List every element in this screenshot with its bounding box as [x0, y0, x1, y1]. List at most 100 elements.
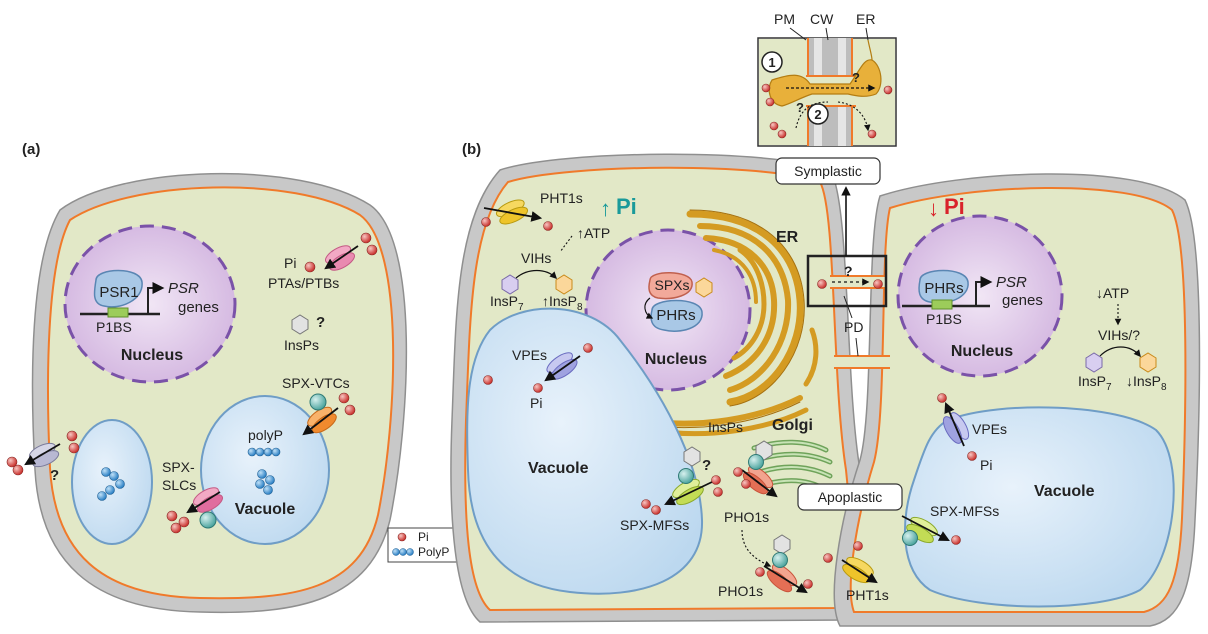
pi-dot: [641, 499, 651, 509]
pi-dot: [533, 383, 543, 393]
atp-vihs-arrow: [559, 235, 573, 253]
pht1-top-arrow: [483, 207, 543, 222]
panel-a-label: (a): [22, 141, 40, 158]
pd-highlight-box: [806, 254, 888, 308]
pi-dot: [733, 467, 743, 477]
down-pi-arrow: ↓: [928, 196, 939, 221]
spx-mfs-arrow-right: [901, 515, 950, 541]
insp-hexagon-b: [683, 446, 701, 467]
apoplastic-label: Apoplastic: [818, 489, 883, 505]
psr-text-a: PSR: [168, 280, 199, 297]
genes-text-a: genes: [178, 299, 219, 316]
pi-dot: [338, 392, 350, 404]
insp7-label: InsP7: [490, 293, 524, 313]
spx-mfs-arrow-left: [664, 481, 713, 506]
pi-dot: [711, 475, 721, 485]
vihs-label: VIHs: [521, 250, 551, 266]
insps-label-b: InsPs: [708, 419, 743, 435]
pi-dot: [6, 456, 18, 468]
atp-down-label: ↓ATP: [1096, 285, 1129, 301]
spxs-phrs-arrow: [644, 297, 654, 319]
vpes-label-right: VPEs: [972, 421, 1007, 437]
pi-label-a: Pi: [284, 255, 296, 271]
phrs-label-right: PHRs: [924, 280, 963, 297]
legend-polyp-label: PolyP: [418, 545, 449, 559]
vihs-label-r: VIHs/?: [1098, 327, 1140, 343]
export-arrow-a: [24, 443, 61, 466]
psr-arrow-b: [975, 276, 993, 306]
pd-question: ?: [844, 263, 853, 279]
inset-pointer-pm: [789, 27, 807, 41]
pht1s-bottom-label: PHT1s: [846, 587, 889, 603]
pi-dot: [873, 279, 883, 289]
pi-dot: [483, 375, 493, 385]
nucleus-label-b-left: Nucleus: [645, 351, 707, 368]
inset-question-1: ?: [852, 70, 860, 85]
pht1-bottom-arrow: [841, 559, 878, 584]
cell-a: [31, 172, 408, 614]
vesicle-path-arrow: [741, 529, 772, 567]
polyp-cluster: [97, 467, 125, 501]
insp8-label: ↑InsP8: [542, 293, 583, 313]
vacuole-label-b-left: Vacuole: [528, 460, 589, 477]
pd-pointer: [843, 295, 853, 319]
vpes-label-left: VPEs: [512, 347, 547, 363]
pd-label: PD: [844, 319, 863, 335]
pi-dot: [937, 393, 947, 403]
pi-dot: [583, 343, 593, 353]
spx-domain: [199, 511, 217, 529]
psr1-label: PSR1: [99, 284, 138, 301]
insp-hexagon-pm: [773, 534, 791, 555]
plasmodesma-lower: [834, 355, 890, 369]
pho1s-label-2: PHO1s: [718, 583, 763, 599]
p1bs-box-a: [107, 307, 129, 318]
vpe-transporter-right: [942, 412, 970, 444]
pi-dot: [755, 567, 765, 577]
spx-domain: [748, 454, 764, 470]
inset-question-2: ?: [796, 100, 804, 115]
spx-domain: [902, 530, 918, 546]
pd-pointer: [855, 337, 859, 357]
up-pi-arrow: ↑: [600, 196, 611, 221]
spxs-insp-hexagon: [695, 277, 713, 298]
pi-dot: [68, 442, 80, 454]
insp7-hexagon-r: [1085, 352, 1103, 373]
pi-dot: [12, 464, 24, 476]
symplastic-label: Symplastic: [794, 163, 862, 179]
pi-dot: [360, 232, 372, 244]
p1bs-label-b: P1BS: [926, 311, 962, 327]
psr1-protein: PSR1: [93, 269, 143, 308]
pht1s-top-label: PHT1s: [540, 190, 583, 206]
small-vacuole-a: [71, 419, 153, 545]
vacuole-b-left: [466, 307, 704, 595]
pi-dot: [304, 261, 316, 273]
spx-domain: [772, 552, 788, 568]
vpe-arrow-left: [544, 355, 581, 382]
pi-dot: [66, 430, 78, 442]
pi-dot: [651, 505, 661, 515]
golgi-label: Golgi: [772, 417, 813, 434]
spx-domain: [309, 393, 327, 411]
polyp-label: polyP: [248, 427, 283, 443]
legend-pi-label: Pi: [418, 530, 429, 544]
phrs-protein-right: PHRs: [918, 269, 969, 304]
genes-text-b: genes: [1002, 292, 1043, 309]
slc-arrow: [186, 491, 221, 514]
up-pi-label: Pi: [616, 194, 637, 219]
panel-b-label: (b): [462, 141, 481, 158]
inset-panel: [757, 37, 897, 147]
nucleus-a: [63, 224, 237, 384]
psr-arrow-a: [147, 282, 165, 314]
polyp-chain: [247, 447, 281, 457]
insp7-label-r: InsP7: [1078, 373, 1112, 393]
nucleus-b-right: [896, 214, 1064, 378]
pi-dot: [166, 510, 178, 522]
spx-vtcs-label: SPX-VTCs: [282, 375, 350, 391]
legend-pi-swatch: [397, 532, 407, 542]
inset-pointer-er: [865, 27, 869, 41]
vihs-conversion-arrow-r: [1099, 346, 1141, 358]
er-stacks: [637, 210, 819, 437]
inset-cw-label: CW: [810, 11, 834, 27]
nucleus-label-b-right: Nucleus: [951, 343, 1013, 360]
inset-pointer-cw: [825, 27, 829, 41]
